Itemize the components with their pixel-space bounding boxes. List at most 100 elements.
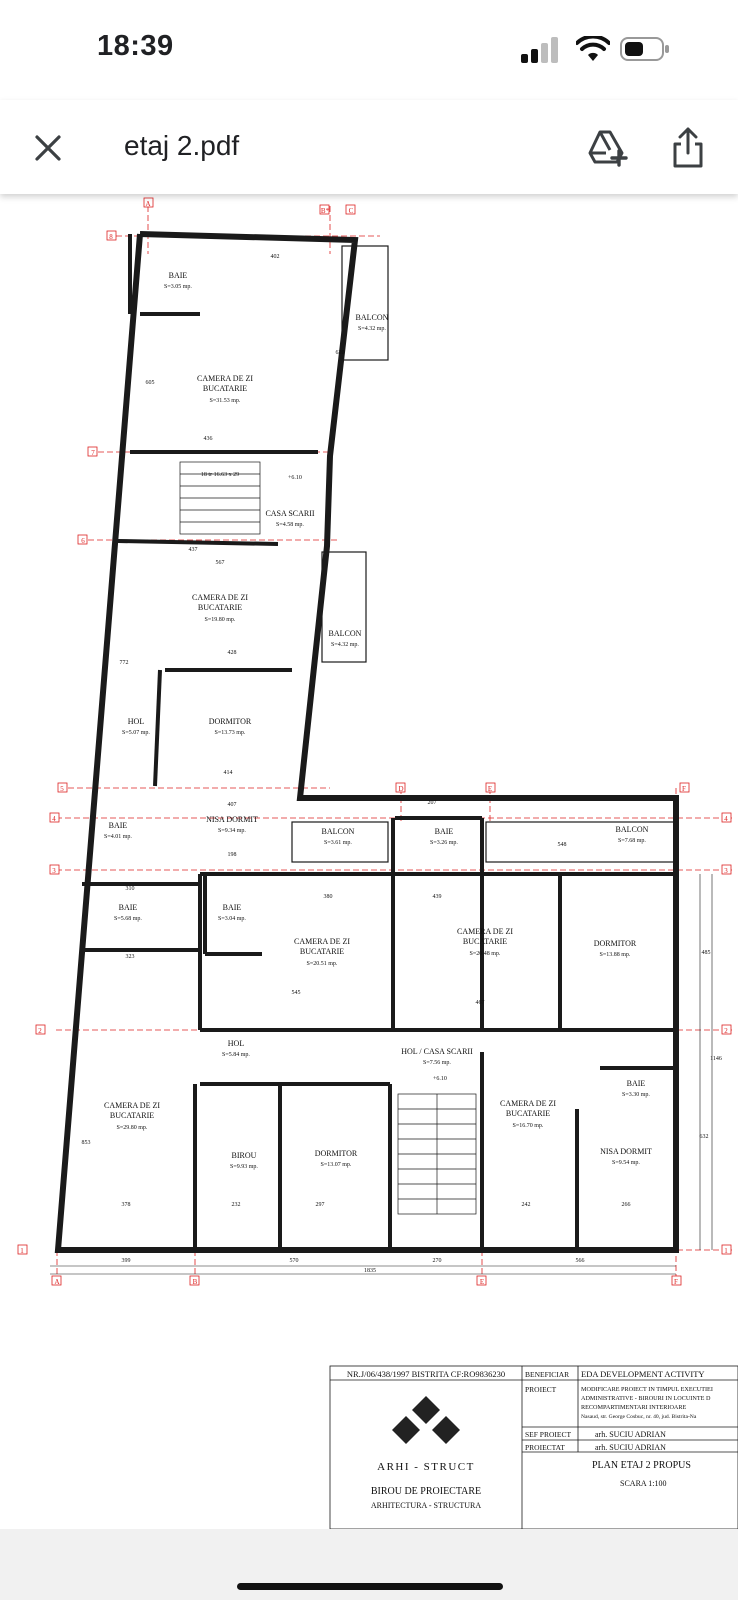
room-name: BUCATARIE — [203, 384, 247, 393]
room-area: S=5.84 mp. — [222, 1052, 250, 1058]
arhi-struct-logo-icon — [392, 1396, 460, 1444]
svg-text:C: C — [349, 207, 354, 215]
proiect-label: PROIECT — [525, 1385, 557, 1394]
room-name: BALCON — [322, 827, 355, 836]
proiectat-label: PROIECTAT — [525, 1443, 565, 1452]
room-name: CAMERA DE ZI — [294, 937, 350, 946]
dimension: 297 — [316, 1202, 325, 1208]
dimension: 485 — [702, 950, 711, 956]
room-name: BUCATARIE — [198, 603, 242, 612]
dimension: 310 — [126, 886, 135, 892]
sef-proiect-value: arh. SUCIU ADRIAN — [595, 1430, 666, 1439]
dimension: 467 — [476, 1000, 485, 1006]
svg-text:B*: B* — [321, 207, 330, 215]
svg-text:3: 3 — [52, 867, 56, 875]
home-indicator[interactable] — [237, 1583, 503, 1590]
level-mark: +6.10 — [433, 1076, 447, 1082]
room-area: S=9.54 mp. — [612, 1160, 640, 1166]
room-name: BIROU — [232, 1151, 257, 1160]
room-area: S=7.56 mp. — [423, 1060, 451, 1066]
svg-text:E: E — [488, 785, 492, 793]
room-name: CASA SCARII — [265, 509, 314, 518]
room-name: HOL — [128, 717, 145, 726]
room-area: S=3.04 mp. — [218, 916, 246, 922]
room-area: S=19.80 mp. — [205, 617, 236, 623]
room-name: BALCON — [329, 629, 362, 638]
beneficiar-label: BENEFICIAR — [525, 1370, 569, 1379]
svg-text:A: A — [145, 200, 150, 208]
svg-text:F: F — [682, 785, 686, 793]
dimension: 266 — [622, 1202, 631, 1208]
room-area: S=13.07 mp. — [321, 1162, 352, 1168]
room-name: BUCATARIE — [110, 1111, 154, 1120]
room-area: S=3.30 mp. — [622, 1092, 650, 1098]
room-area: S=16.70 mp. — [513, 1123, 544, 1129]
wifi-icon — [576, 36, 610, 61]
drawing-scale: SCARA 1:100 — [620, 1479, 666, 1488]
status-bar: 18:39 — [0, 0, 738, 100]
room-name: BUCATARIE — [506, 1109, 550, 1118]
svg-text:5: 5 — [60, 785, 64, 793]
room-area: S=13.73 mp. — [215, 730, 246, 736]
svg-text:1: 1 — [724, 1247, 728, 1255]
battery-icon — [620, 37, 669, 61]
share-icon[interactable] — [670, 126, 706, 170]
office-name: BIROU DE PROIECTARE — [371, 1486, 481, 1497]
dimension: 620 — [336, 350, 345, 356]
proiect-line: ADMINISTRATIVE - BIROURI IN LOCUINTE D — [581, 1395, 711, 1402]
dimension: 242 — [522, 1202, 531, 1208]
room-name: CAMERA DE ZI — [192, 593, 248, 602]
room-name: BAIE — [169, 271, 188, 280]
room-area: S=9.34 mp. — [218, 828, 246, 834]
dimension: 437 — [189, 547, 198, 553]
document-title: etaj 2.pdf — [124, 130, 240, 161]
room-area: S=9.93 mp. — [230, 1164, 258, 1170]
svg-text:7: 7 — [91, 449, 95, 457]
room-name: BALCON — [356, 313, 389, 322]
room-name: BAIE — [109, 821, 128, 830]
dimension: 407 — [228, 802, 237, 808]
add-to-drive-icon[interactable] — [586, 128, 628, 168]
svg-text:6: 6 — [81, 537, 85, 545]
room-name: BUCATARIE — [300, 947, 344, 956]
room-area: S=31.53 mp. — [210, 398, 241, 404]
svg-text:2: 2 — [724, 1027, 728, 1035]
svg-text:E: E — [480, 1278, 484, 1286]
room-area: S=29.80 mp. — [117, 1125, 148, 1131]
svg-text:4: 4 — [52, 815, 56, 823]
room-area: S=13.88 mp. — [600, 952, 631, 958]
status-time: 18:39 — [97, 30, 174, 62]
proiect-line: MODIFICARE PROIECT IN TIMPUL EXECUTIEI — [581, 1386, 713, 1393]
stairs-note: 18 tr 16.63 x 29 — [201, 472, 239, 478]
dimension: 632 — [700, 1134, 709, 1140]
dimension: 402 — [271, 254, 280, 260]
room-name: CAMERA DE ZI — [457, 927, 513, 936]
dimension: 1146 — [710, 1056, 722, 1062]
office-subtitle: ARHITECTURA - STRUCTURA — [371, 1501, 481, 1510]
room-name: DORMITOR — [315, 1149, 358, 1158]
close-icon[interactable] — [30, 130, 66, 166]
svg-text:D: D — [398, 785, 403, 793]
room-name: DORMITOR — [594, 939, 637, 948]
dimension: 853 — [82, 1140, 91, 1146]
dimension-total: 1835 — [364, 1268, 376, 1274]
svg-text:3: 3 — [724, 867, 728, 875]
svg-text:8: 8 — [109, 233, 113, 241]
dimension: 436 — [204, 436, 213, 442]
level-mark: +6.10 — [288, 475, 302, 481]
dimension: 548 — [558, 842, 567, 848]
room-area: S=3.61 mp. — [324, 840, 352, 846]
room-area: S=4.58 mp. — [276, 522, 304, 528]
room-area: S=20.51 mp. — [307, 961, 338, 967]
company-name: ARHI - STRUCT — [377, 1461, 475, 1473]
dimension: 545 — [292, 990, 301, 996]
room-name: BAIE — [119, 903, 138, 912]
svg-text:A: A — [54, 1278, 59, 1286]
drawing-title: PLAN ETAJ 2 PROPUS — [592, 1460, 691, 1471]
room-name: BALCON — [616, 825, 649, 834]
room-name: NISA DORMIT — [206, 815, 258, 824]
room-name: CAMERA DE ZI — [104, 1101, 160, 1110]
dimension: 567 — [216, 560, 225, 566]
dimension: 323 — [126, 954, 135, 960]
